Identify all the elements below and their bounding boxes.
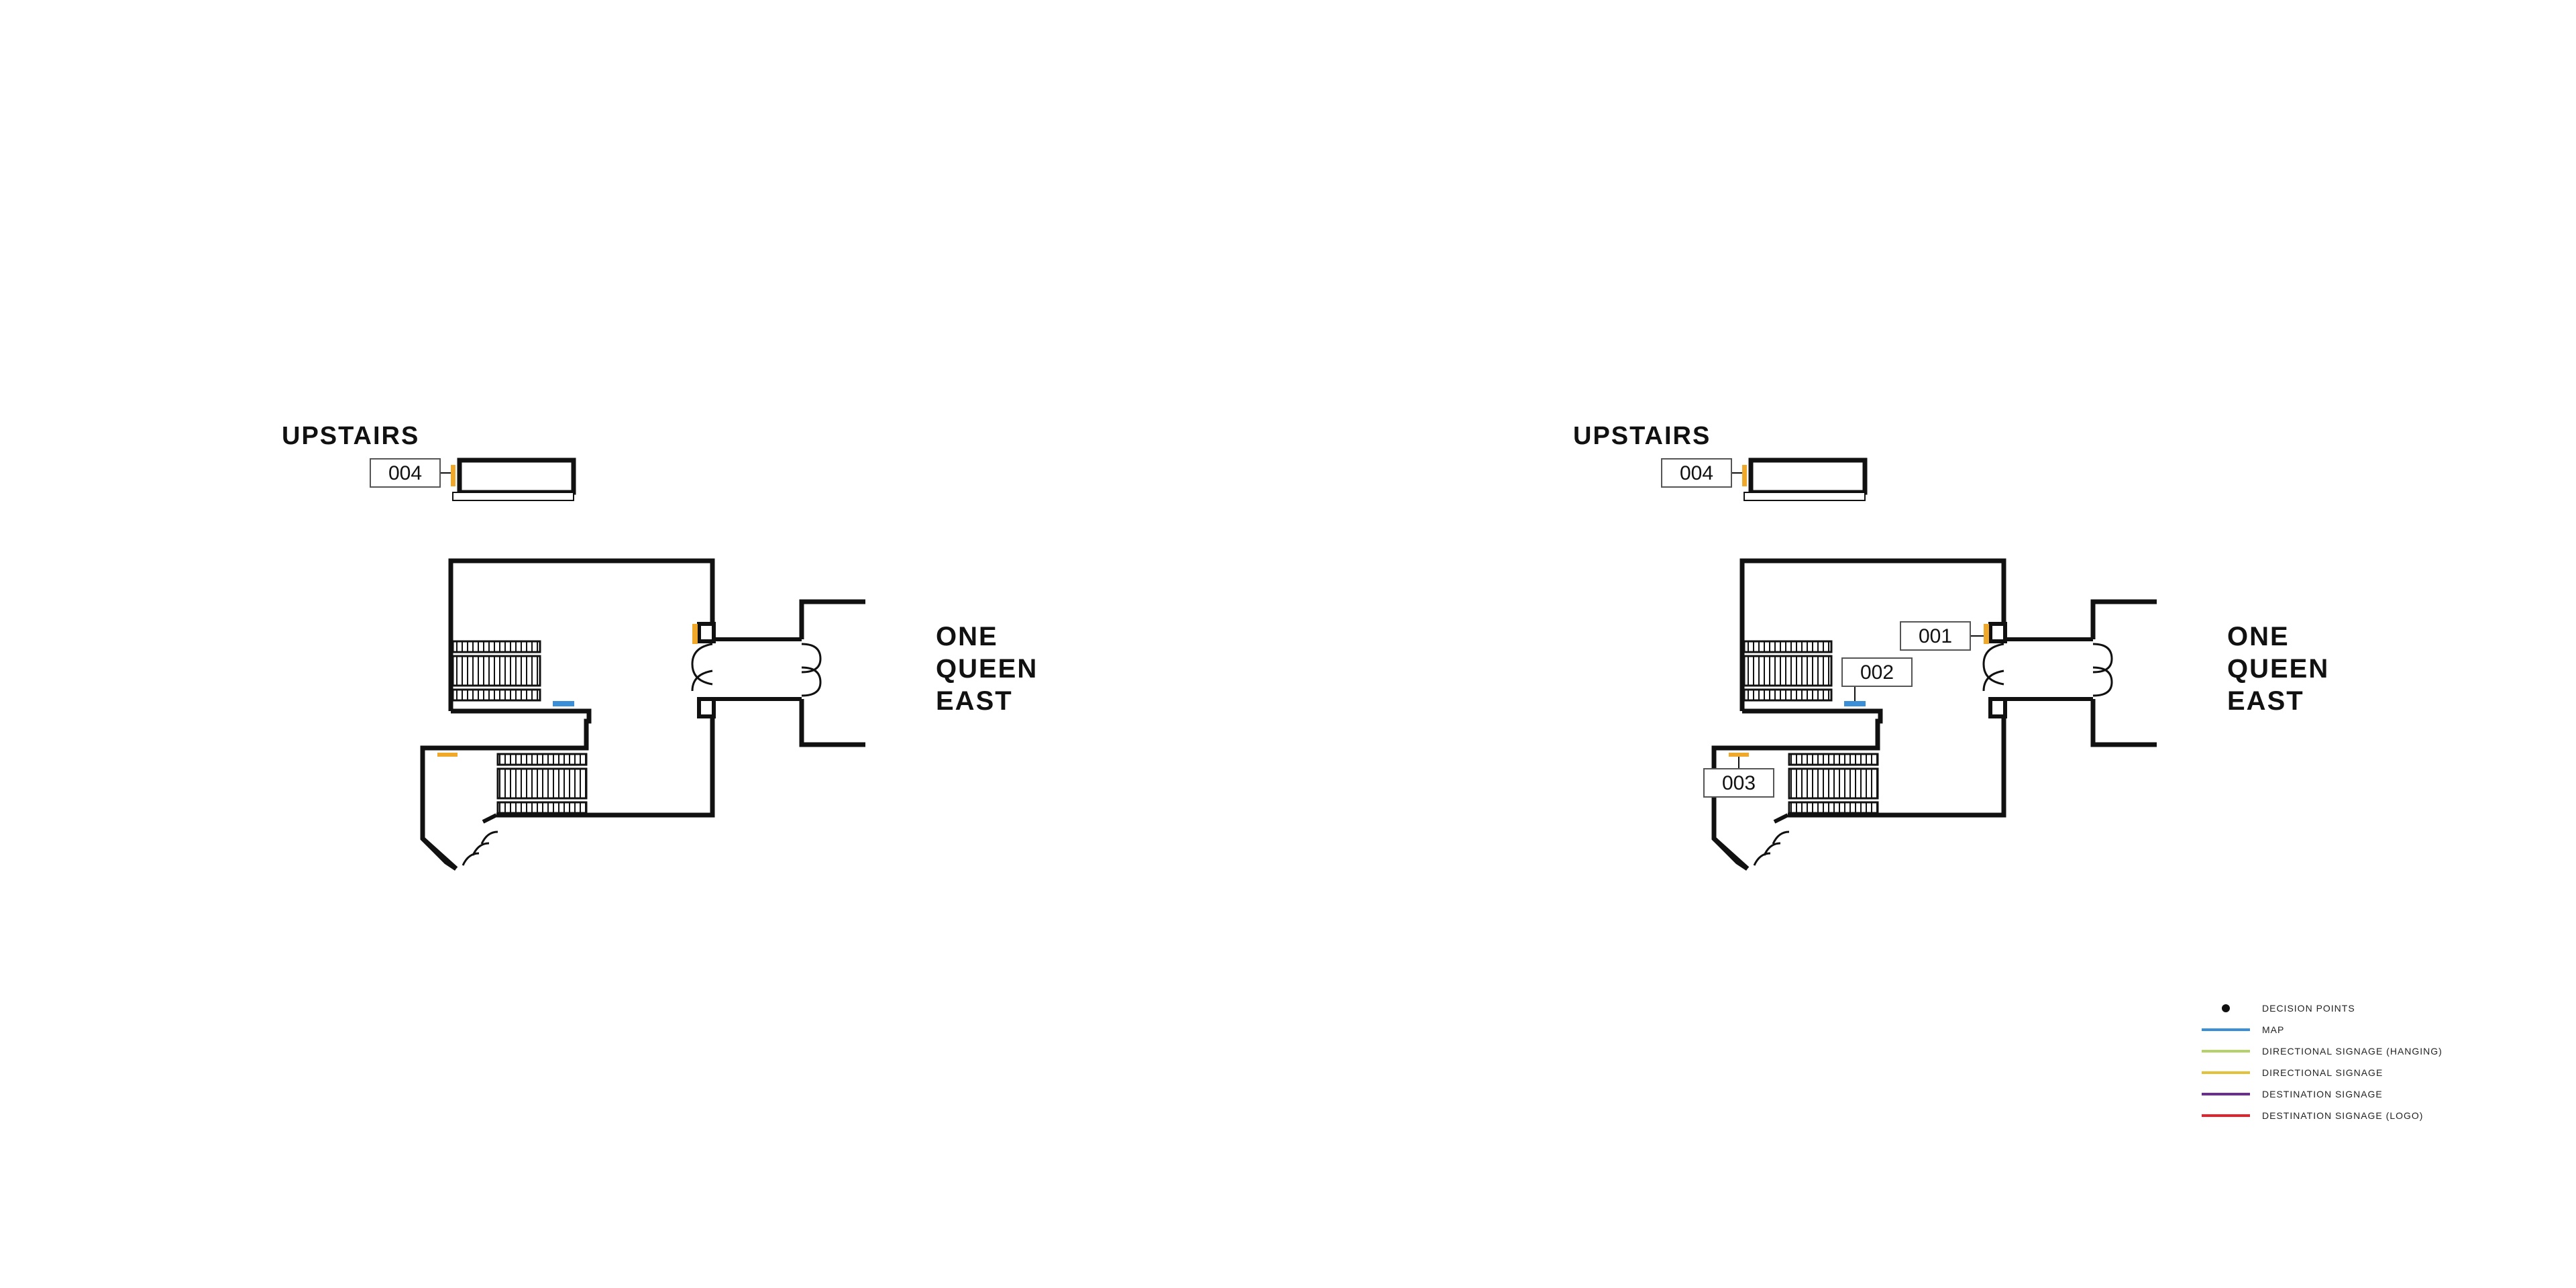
right-sign-tag-002-label: 002 [1860, 661, 1894, 684]
legend-label: MAP [2262, 1024, 2284, 1035]
right-upstairs-heading: UPSTAIRS [1573, 422, 1711, 450]
right-building-label: ONE QUEEN EAST [2227, 622, 2329, 716]
legend-item: DECISION POINTS [2222, 1003, 2355, 1014]
left-building-line-1: ONE [936, 622, 998, 651]
left-upstairs-heading: UPSTAIRS [282, 422, 419, 450]
left-sign-tag-004: 004 [370, 458, 441, 488]
legend-dot-icon [2222, 1004, 2230, 1012]
left-directional-sign-upstairs [451, 465, 455, 486]
left-sign-tag-004-label: 004 [388, 462, 422, 484]
left-directional-sign-door [692, 624, 698, 644]
right-directional-sign-lower [1729, 753, 1749, 757]
right-directional-sign-door [1984, 624, 1989, 644]
legend-label: DESTINATION SIGNAGE [2262, 1089, 2383, 1099]
right-sign-tag-004: 004 [1661, 458, 1732, 488]
right-sign-tag-003-label: 003 [1722, 772, 1756, 794]
right-map-sign [1844, 701, 1866, 706]
legend-label: DIRECTIONAL SIGNAGE (HANGING) [2262, 1046, 2443, 1057]
legend-label: DIRECTIONAL SIGNAGE [2262, 1067, 2383, 1078]
right-floorplan [1714, 460, 2157, 869]
legend-item: DESTINATION SIGNAGE [2202, 1089, 2383, 1099]
left-floorplan [423, 460, 865, 869]
right-sign-tag-001: 001 [1900, 621, 1971, 651]
right-sign-tag-003: 003 [1703, 768, 1774, 798]
left-directional-sign-lower [437, 753, 458, 757]
legend-item: DIRECTIONAL SIGNAGE (HANGING) [2202, 1046, 2443, 1057]
right-sign-tag-002: 002 [1841, 657, 1913, 687]
legend-label: DECISION POINTS [2262, 1003, 2355, 1014]
right-directional-sign-upstairs [1742, 465, 1747, 486]
right-building-line-1: ONE [2227, 622, 2290, 651]
left-map-sign [553, 701, 574, 706]
right-building-line-2: QUEEN [2227, 654, 2329, 684]
legend: DECISION POINTS MAP DIRECTIONAL SIGNAGE (H… [2202, 1003, 2443, 1121]
right-sign-tag-001-label: 001 [1919, 625, 1952, 647]
right-building-line-3: EAST [2227, 686, 2304, 716]
legend-item: MAP [2202, 1024, 2284, 1035]
right-sign-tag-004-label: 004 [1680, 462, 1713, 484]
legend-item: DESTINATION SIGNAGE (LOGO) [2202, 1110, 2423, 1121]
left-building-line-3: EAST [936, 686, 1013, 716]
legend-item: DIRECTIONAL SIGNAGE [2202, 1067, 2383, 1078]
left-building-label: ONE QUEEN EAST [936, 622, 1038, 716]
left-building-line-2: QUEEN [936, 654, 1038, 684]
legend-label: DESTINATION SIGNAGE (LOGO) [2262, 1110, 2423, 1121]
